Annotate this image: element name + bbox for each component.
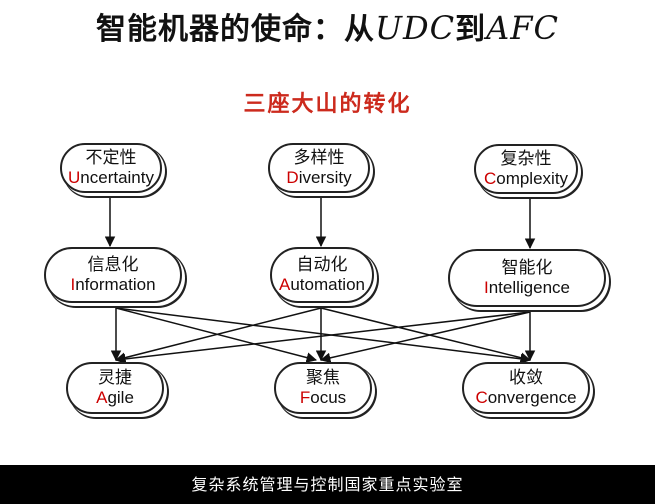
arrow-information-convergence	[115, 307, 532, 365]
title-middle: 到	[455, 12, 487, 47]
node-uncertainty-en: Uncertainty	[68, 168, 154, 187]
node-focus-en: Focus	[299, 388, 347, 407]
node-automation: 自动化 Automation	[270, 247, 374, 303]
title-from: UDC	[375, 9, 456, 47]
node-information-zh: 信息化	[87, 255, 139, 275]
footer-lab-name: 复杂系统管理与控制国家重点实验室	[0, 465, 655, 504]
node-uncertainty: 不定性 Uncertainty	[60, 143, 162, 193]
node-intelligence-zh: 智能化	[501, 258, 553, 278]
node-diversity-zh: 多样性	[293, 148, 345, 168]
node-diversity-en: Diversity	[286, 168, 352, 187]
node-convergence: 收敛 Convergence	[462, 362, 590, 414]
node-agile-zh: 灵捷	[98, 368, 132, 388]
node-complexity-en: Complexity	[483, 169, 569, 188]
node-focus: 聚焦 Focus	[274, 362, 372, 414]
slide-title: 智能机器的使命：从UDC到AFC	[0, 4, 655, 48]
node-automation-en: Automation	[278, 275, 365, 294]
node-intelligence: 智能化 Intelligence	[448, 249, 606, 307]
node-uncertainty-zh: 不定性	[85, 148, 137, 168]
arrow-automation-agile	[114, 307, 322, 363]
node-complexity: 复杂性 Complexity	[474, 144, 578, 194]
node-convergence-en: Convergence	[475, 388, 577, 407]
slide-subtitle: 三座大山的转化	[243, 92, 412, 117]
node-information-en: Information	[70, 275, 156, 294]
node-diversity: 多样性 Diversity	[268, 143, 370, 193]
node-agile: 灵捷 Agile	[66, 362, 164, 414]
node-automation-zh: 自动化	[296, 255, 348, 275]
title-chinese: 智能机器的使命：从	[96, 12, 376, 47]
node-convergence-zh: 收敛	[509, 368, 543, 388]
node-information: 信息化 Information	[44, 247, 182, 303]
node-agile-en: Agile	[96, 388, 134, 407]
node-focus-zh: 聚焦	[306, 368, 340, 388]
title-to: AFC	[486, 9, 559, 47]
arrow-intelligence-agile	[114, 311, 531, 365]
arrow-intelligence-focus	[319, 311, 531, 364]
node-intelligence-en: Intelligence	[483, 278, 570, 297]
arrow-automation-convergence	[320, 307, 532, 363]
node-complexity-zh: 复杂性	[500, 149, 552, 169]
